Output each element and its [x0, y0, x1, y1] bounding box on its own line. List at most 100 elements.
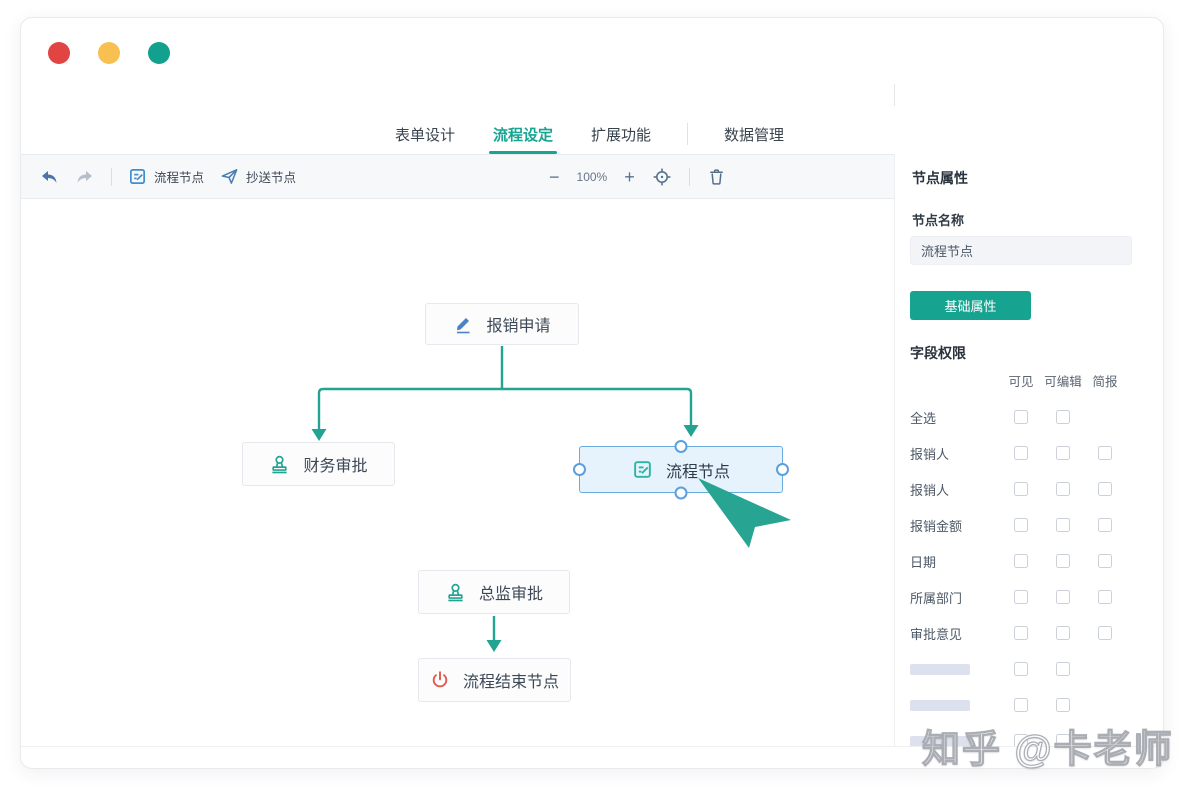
permission-checkbox[interactable] [1014, 626, 1028, 640]
form-icon [128, 167, 147, 186]
permission-cell [1042, 554, 1084, 568]
permission-checkbox[interactable] [1056, 698, 1070, 712]
toolbar-divider [111, 167, 112, 186]
permission-checkbox[interactable] [1098, 590, 1112, 604]
toolbar-divider [688, 167, 690, 186]
permission-cell [1042, 590, 1084, 604]
column-editable: 可编辑 [1044, 375, 1082, 389]
node-label: 报销申请 [486, 318, 551, 335]
permission-checkbox[interactable] [1056, 734, 1070, 746]
permission-cell [1000, 410, 1042, 424]
expand-window-button[interactable] [148, 42, 170, 64]
minimize-window-button[interactable] [98, 42, 120, 64]
permission-checkbox[interactable] [1014, 734, 1028, 746]
permission-checkbox[interactable] [1098, 554, 1112, 568]
tab-data-management[interactable]: 数据管理 [724, 126, 785, 144]
permission-cell [1042, 626, 1084, 640]
paper-plane-icon [220, 167, 239, 186]
zoom-out-icon[interactable]: − [549, 166, 560, 187]
permission-row: 日期 [895, 543, 1163, 579]
undo-icon[interactable] [39, 167, 59, 187]
permission-cell [1000, 662, 1042, 676]
permission-checkbox[interactable] [1014, 482, 1028, 496]
flow-node-finance-approval[interactable]: 财务审批 [242, 442, 395, 486]
pencil-icon [453, 314, 473, 334]
field-permissions-title: 字段权限 [910, 345, 966, 361]
tab-form-design[interactable]: 表单设计 [395, 126, 456, 144]
permission-checkbox[interactable] [1056, 554, 1070, 568]
app-window: 表单设计 流程设定 扩展功能 数据管理 [20, 17, 1164, 769]
permission-checkbox[interactable] [1056, 410, 1070, 424]
header-divider [894, 84, 895, 106]
basic-properties-button[interactable]: 基础属性 [910, 291, 1031, 320]
permission-cell [1042, 698, 1084, 712]
permission-checkbox[interactable] [1056, 518, 1070, 532]
permission-checkbox[interactable] [1014, 446, 1028, 460]
flow-node-end[interactable]: 流程结束节点 [418, 658, 571, 702]
panel-title: 节点属性 [912, 170, 968, 186]
zoom-in-icon[interactable]: + [624, 166, 635, 187]
permission-rows: 全选报销人报销人报销金额日期所属部门审批意见 [895, 399, 1163, 746]
tab-extensions[interactable]: 扩展功能 [591, 126, 652, 144]
zoom-level: 100% [576, 169, 608, 184]
canvas-bottom-border [21, 746, 1163, 747]
permissions-column-headers: 可见 可编辑 简报 [1000, 371, 1126, 390]
permission-checkbox[interactable] [1056, 662, 1070, 676]
close-window-button[interactable] [48, 42, 70, 64]
permission-checkbox[interactable] [1056, 482, 1070, 496]
redo-icon[interactable] [75, 167, 95, 187]
flow-canvas[interactable]: 报销申请 财务审批 流程节点 [21, 199, 894, 746]
permission-checkbox[interactable] [1098, 446, 1112, 460]
column-visible: 可见 [1008, 375, 1034, 389]
permission-checkbox[interactable] [1056, 626, 1070, 640]
field-label: 日期 [910, 554, 937, 570]
field-placeholder-bar [910, 735, 970, 746]
permission-checkbox[interactable] [1014, 590, 1028, 604]
permission-cell [1084, 482, 1126, 496]
flow-node-button-label: 流程节点 [154, 171, 205, 185]
node-label: 流程节点 [665, 463, 730, 481]
field-label: 全选 [910, 410, 937, 426]
permission-checkbox[interactable] [1056, 590, 1070, 604]
toolbar-zoom-group: − 100% + [549, 155, 726, 198]
tab-flow-settings[interactable]: 流程设定 [489, 124, 558, 154]
power-icon [430, 670, 450, 690]
permission-row: 所属部门 [895, 579, 1163, 615]
stamp-icon [269, 454, 290, 475]
permission-cell [1000, 554, 1042, 568]
permission-checkbox[interactable] [1098, 482, 1112, 496]
field-label: 审批意见 [910, 626, 963, 642]
stamp-icon [445, 582, 466, 603]
crosshair-icon[interactable] [652, 167, 672, 187]
permission-checkbox[interactable] [1014, 698, 1028, 712]
add-flow-node-button[interactable]: 流程节点 [128, 167, 204, 186]
permission-checkbox[interactable] [1098, 518, 1112, 532]
permission-checkbox[interactable] [1014, 662, 1028, 676]
field-placeholder-bar [910, 699, 970, 711]
permission-row [895, 723, 1163, 746]
permission-cell [1084, 518, 1126, 532]
flow-node-process-selected[interactable]: 流程节点 [579, 446, 783, 493]
permission-checkbox[interactable] [1098, 626, 1112, 640]
field-label: 报销金额 [910, 518, 963, 534]
add-cc-node-button[interactable]: 抄送节点 [220, 167, 296, 186]
trash-icon[interactable] [707, 167, 726, 186]
permission-cell [1000, 518, 1042, 532]
permission-cell [1042, 662, 1084, 676]
flow-node-director-approval[interactable]: 总监审批 [418, 570, 570, 614]
permission-cell [1000, 734, 1042, 746]
permission-checkbox[interactable] [1014, 554, 1028, 568]
field-placeholder-bar [910, 663, 970, 675]
permission-checkbox[interactable] [1014, 518, 1028, 532]
node-name-input[interactable] [910, 236, 1132, 265]
permission-checkbox[interactable] [1014, 410, 1028, 424]
node-label: 总监审批 [478, 586, 543, 603]
permission-cell [1084, 590, 1126, 604]
permission-row: 报销金额 [895, 507, 1163, 543]
flow-node-start[interactable]: 报销申请 [425, 303, 579, 345]
node-label: 财务审批 [303, 458, 368, 475]
permission-checkbox[interactable] [1056, 446, 1070, 460]
watermark: 知乎 @卡老师 [921, 728, 1174, 771]
permission-cell [1042, 410, 1084, 424]
field-label: 所属部门 [910, 590, 963, 606]
